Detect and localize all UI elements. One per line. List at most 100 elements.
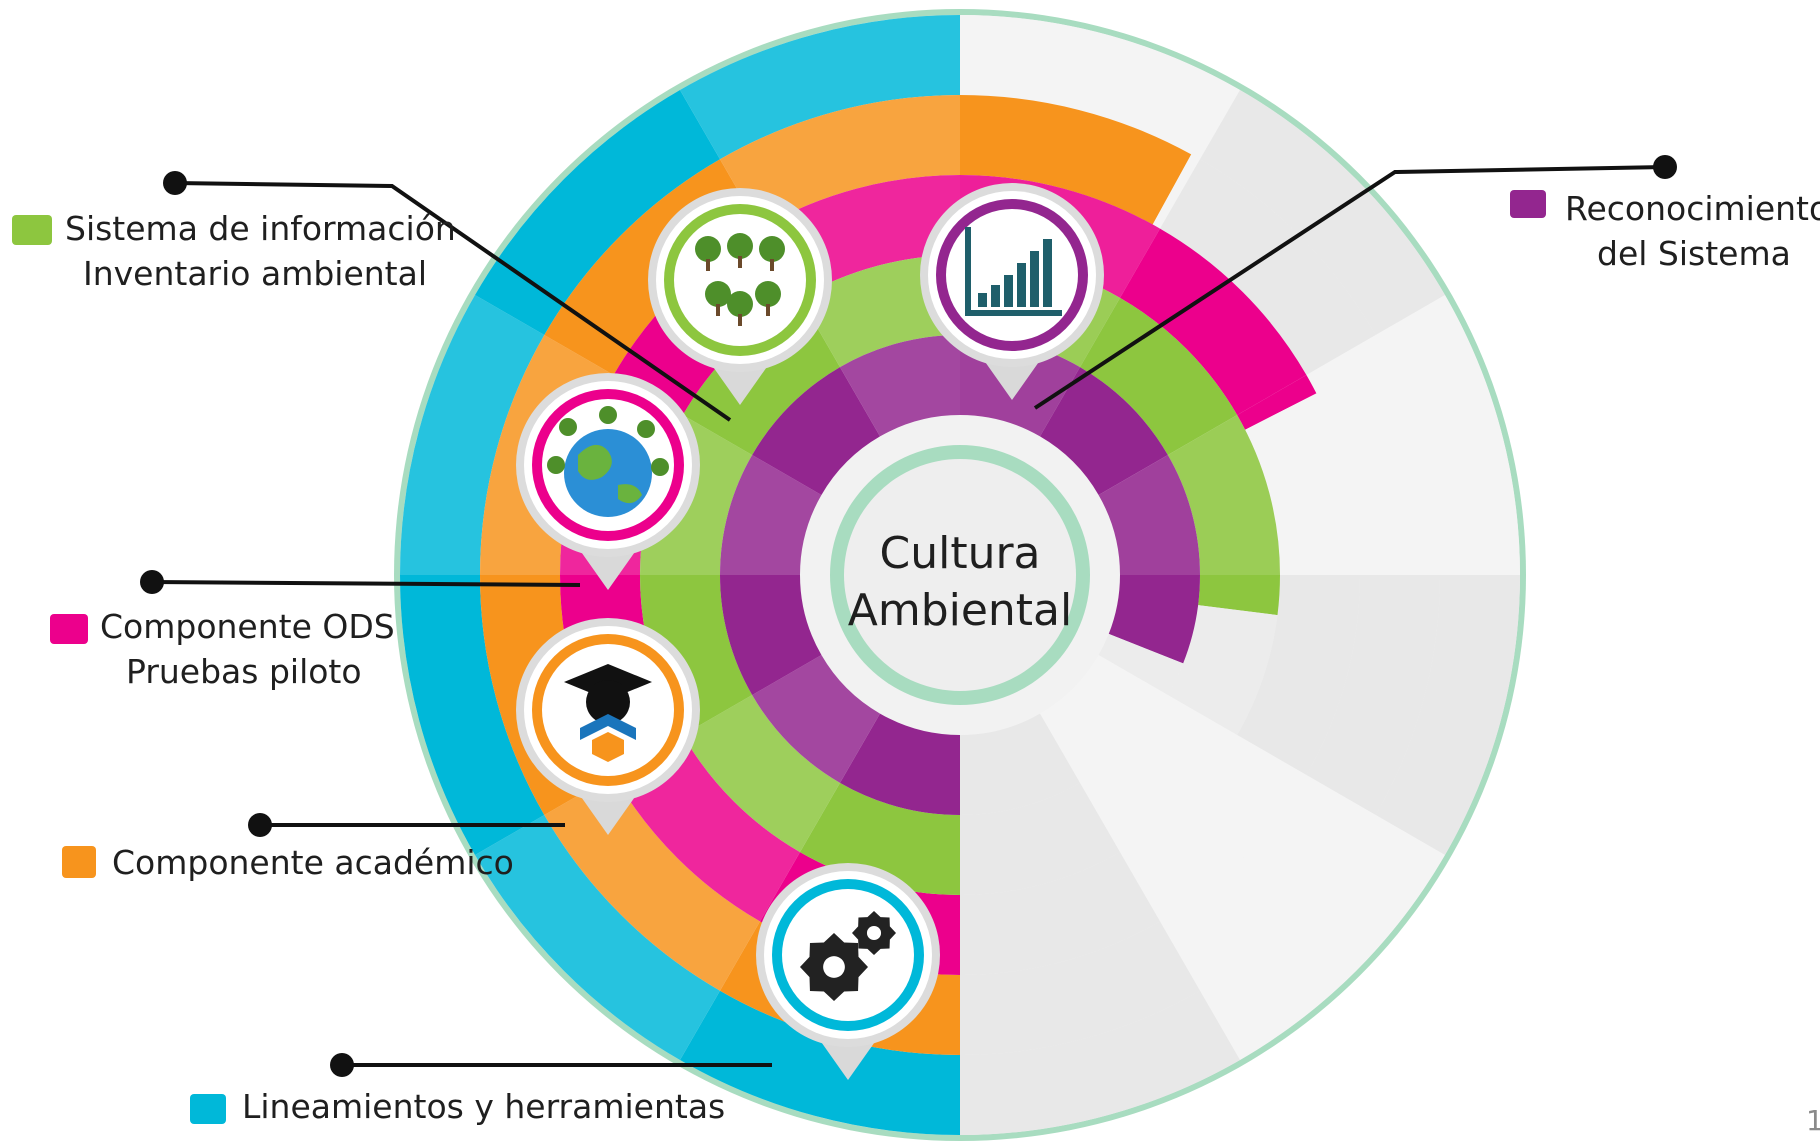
ring-green-empty-segment (960, 782, 1120, 895)
globe-tree (651, 458, 669, 476)
bar-chart-icon-pin (920, 183, 1104, 400)
connector-ods-dot (140, 570, 164, 594)
connector-lineamientos-dot (330, 1053, 354, 1077)
legend-swatch-ods (50, 614, 88, 644)
ring-purple-empty-segment (960, 713, 1080, 815)
ring-green-left-segment (682, 695, 840, 853)
globe-tree (637, 420, 655, 438)
legend-label-ods-line2: Pruebas piloto (126, 652, 362, 691)
connector-sistema (174, 181, 732, 422)
ring-purple-left-segment (752, 655, 880, 783)
legend-ods: Componente ODS Pruebas piloto (50, 607, 395, 691)
ring-cyan-empty-segment (1200, 815, 1445, 1060)
gears-icon-pin (756, 863, 940, 1080)
chart-bar (978, 293, 987, 307)
ring-cyan-left-segment (475, 90, 720, 335)
tree-trunk (766, 304, 770, 316)
legend-swatch-lineamientos (190, 1094, 226, 1124)
legend-swatch-reconocimiento (1510, 190, 1546, 218)
globe-tree (599, 406, 617, 424)
icon-pins (516, 183, 1104, 1080)
gear-hole (823, 956, 845, 978)
graduation-cap-icon-pin (516, 618, 700, 835)
legend-label-sistema-line2: Inventario ambiental (83, 254, 427, 293)
bar-chart-icon (965, 227, 1062, 316)
ring-cyan-left-segment (680, 15, 960, 160)
ring-magenta-empty-segment (960, 852, 1160, 975)
globe-sea (564, 429, 652, 517)
legend-academico: Componente académico (62, 843, 514, 882)
chart-bar (1017, 263, 1026, 307)
tree-trunk (770, 259, 774, 271)
ring-green-right-segment (1198, 575, 1280, 616)
tree-crown (755, 281, 781, 307)
legend-label-ods-line1: Componente ODS (100, 607, 395, 646)
ring-green-right-segment (1080, 297, 1238, 455)
ring-orange-left-segment (544, 775, 760, 991)
ring-green-right-segment (1167, 415, 1280, 575)
tree-crown (695, 236, 721, 262)
ring-green-empty-segment (1080, 695, 1238, 853)
legend-label-sistema-line1: Sistema de información (65, 209, 456, 248)
legend-label-academico: Componente académico (112, 843, 514, 882)
ring-cyan-empty-segment (1375, 295, 1520, 575)
ring-orange-empty-segment (1306, 575, 1440, 815)
ring-purple-left-segment (840, 713, 960, 815)
ring-purple-empty-segment (1040, 655, 1168, 783)
cap-shoulders (580, 714, 636, 740)
connector-sistema-dot (163, 171, 187, 195)
globe-icon-pin (516, 373, 700, 590)
center-hub: Cultura Ambiental (830, 445, 1090, 705)
ring-purple-left-segment (752, 367, 880, 495)
ring-cyan-left-segment (400, 575, 545, 855)
ring-cyan-left-segment (680, 990, 960, 1135)
legend-swatch-sistema (12, 215, 52, 245)
connector-reconocimiento-dot (1653, 155, 1677, 179)
globe-tree (559, 418, 577, 436)
legend-label-lineamientos: Lineamientos y herramientas (242, 1087, 725, 1126)
ring-magenta-empty-segment (1120, 735, 1307, 922)
ring-magenta-empty-segment (1245, 393, 1360, 575)
tree-crown (705, 281, 731, 307)
legend-lineamientos: Lineamientos y herramientas (190, 1087, 725, 1126)
chart-bar (991, 285, 1000, 307)
ring-orange-empty-segment (1160, 159, 1376, 375)
ring-orange-empty-segment (1152, 154, 1200, 229)
connector-reconocimiento (1033, 165, 1666, 410)
connector-lines (140, 155, 1677, 1077)
ring-orange-left-segment (720, 95, 960, 229)
chart-bar (1030, 251, 1039, 307)
legend-sistema: Sistema de información Inventario ambien… (12, 209, 456, 293)
globe-land (578, 444, 642, 504)
cap-head (586, 680, 630, 724)
ring-magenta-right-segment (1120, 228, 1307, 415)
center-disc (844, 459, 1076, 691)
ring-magenta-right-segment (1237, 375, 1317, 430)
ring-cyan-empty-segment (960, 990, 1240, 1135)
ring-orange-empty-segment (960, 921, 1200, 1055)
gear-hole (866, 925, 882, 941)
legend-swatch-academico (62, 846, 96, 878)
legend-label-reconocimiento-line1: Reconocimiento (1565, 189, 1820, 228)
chart-bar (1043, 239, 1052, 307)
globe-tree (547, 456, 565, 474)
ring-cyan-empty-segment (1200, 90, 1445, 335)
legend-reconocimiento: Reconocimiento del Sistema (1510, 189, 1820, 273)
ring-orange-empty-segment (1306, 335, 1440, 575)
ring-green-left-segment (800, 255, 960, 368)
trees-icon (695, 233, 785, 326)
ring-purple-right-segment (1108, 575, 1200, 664)
chart-bar (1004, 275, 1013, 307)
center-title-line1: Cultura (879, 528, 1040, 579)
connector-ods (151, 580, 581, 587)
tree-trunk (716, 304, 720, 316)
chart-axis (965, 227, 1062, 316)
ring-cyan-left-segment (475, 815, 720, 1060)
ring-green-empty-segment (1167, 605, 1278, 735)
tree-crown (727, 233, 753, 259)
ring-orange-right-segment (960, 95, 1192, 225)
ring-purple-left-segment (840, 335, 960, 437)
tree-trunk (738, 256, 742, 268)
ring-cyan-left-segment (400, 295, 545, 575)
